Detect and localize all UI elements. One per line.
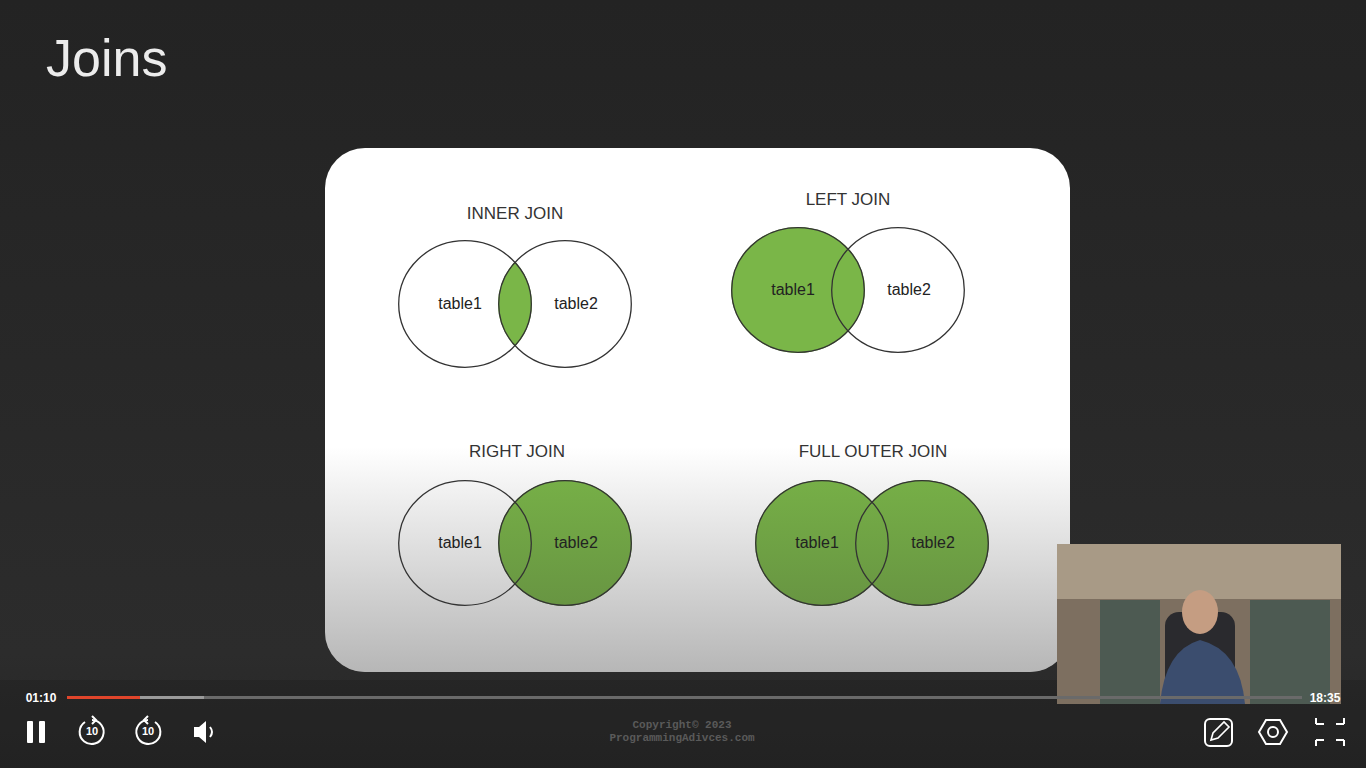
- rewind-icon: [80, 716, 104, 744]
- forward-icon: [136, 716, 160, 744]
- circle-label: table1: [771, 281, 815, 299]
- circle-outline: [832, 228, 965, 353]
- circle-label: table2: [911, 534, 955, 552]
- table-circle: table2: [498, 480, 632, 606]
- circle-outline: [856, 481, 989, 606]
- circle-label: table2: [554, 295, 598, 313]
- circle-label: table2: [554, 534, 598, 552]
- copyright-note: Copyright© 2023: [632, 719, 731, 731]
- join-heading: RIGHT JOIN: [469, 442, 565, 462]
- total-time: 18:35: [1310, 691, 1341, 705]
- circle-outline: [399, 481, 532, 606]
- join-heading: LEFT JOIN: [806, 190, 891, 210]
- circle-outline: [399, 241, 532, 368]
- circle-label: table1: [438, 295, 482, 313]
- slide-panel: [325, 148, 1070, 672]
- join-heading: FULL OUTER JOIN: [799, 442, 948, 462]
- progress-played: [67, 696, 140, 699]
- table-circle: table1: [398, 240, 532, 368]
- table-circle: table1: [398, 480, 532, 606]
- panel-shade: [325, 148, 1070, 672]
- circle-outline: [756, 481, 889, 606]
- table-circle: table1: [755, 480, 889, 606]
- circle-outline: [499, 481, 632, 606]
- website-note: ProgrammingAdivces.com: [609, 732, 754, 744]
- progress-buffer: [67, 696, 204, 699]
- circle-label: table1: [795, 534, 839, 552]
- fullscreen-icon: [1316, 718, 1344, 746]
- skip-seconds: 10: [142, 725, 154, 737]
- pause-icon: [27, 721, 45, 743]
- join-heading: INNER JOIN: [467, 204, 563, 224]
- skip-seconds: 10: [86, 725, 98, 737]
- settings-icon: [1259, 720, 1287, 744]
- slide-title: Joins: [46, 28, 167, 88]
- elapsed-time: 01:10: [26, 691, 57, 705]
- webcam-inset: [1057, 544, 1341, 704]
- circle-label: table2: [887, 281, 931, 299]
- table-circle: table2: [831, 227, 965, 353]
- table-circle: table2: [498, 240, 632, 368]
- table-circle: table2: [855, 480, 989, 606]
- table-circle: table1: [731, 227, 865, 353]
- volume-icon: [194, 721, 212, 743]
- circle-outline: [732, 228, 865, 353]
- circle-outline: [499, 241, 632, 368]
- progress-track: [67, 696, 1302, 699]
- pencil-icon: [1205, 719, 1232, 746]
- circle-label: table1: [438, 534, 482, 552]
